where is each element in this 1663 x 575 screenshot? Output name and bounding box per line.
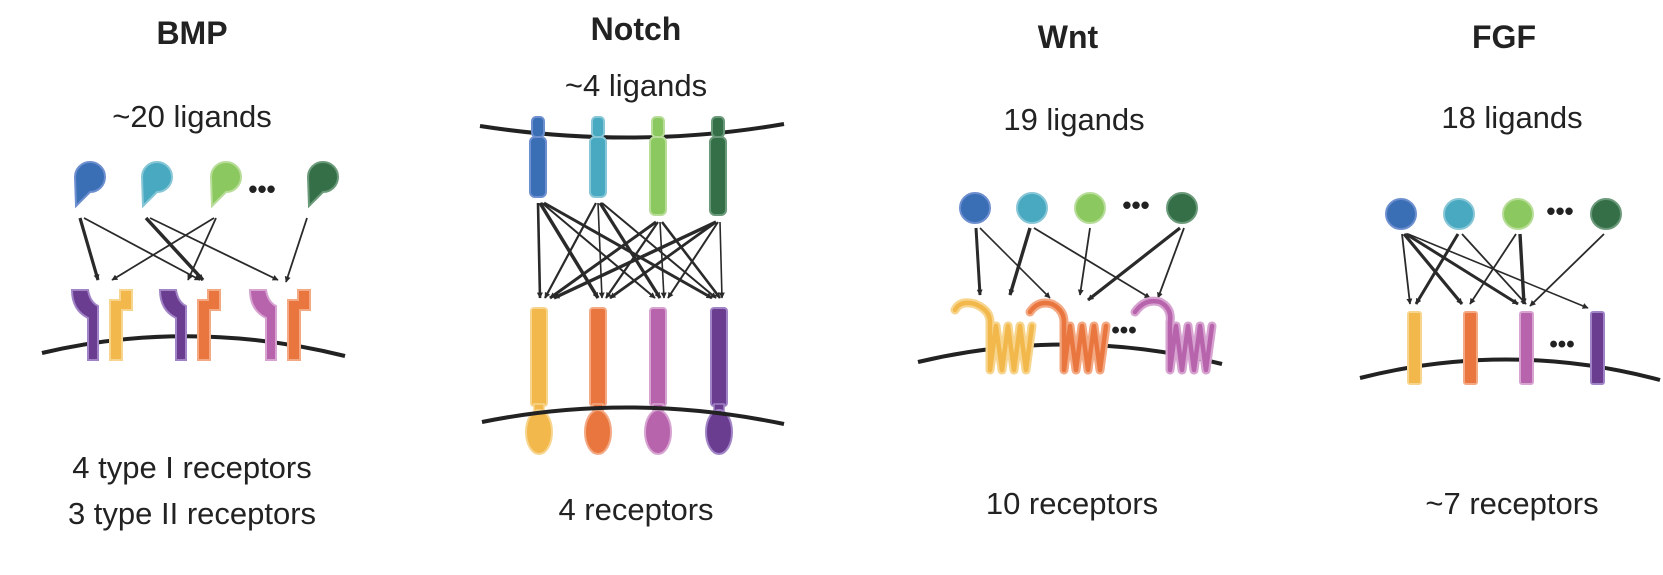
fgf-receptor-orange	[1463, 311, 1478, 385]
notch-ligands	[529, 116, 727, 216]
notch-ligand-cyan	[589, 116, 607, 198]
wnt-ligand-dark-green	[1166, 192, 1198, 224]
notch-top-membrane	[479, 122, 785, 140]
fgf-ligand-count: 18 ligands	[1441, 100, 1582, 135]
bmp-receptor-pair-3	[248, 289, 311, 361]
notch-receptors	[525, 307, 733, 455]
bmp-arrows	[78, 216, 308, 283]
notch-title: Notch	[591, 11, 682, 47]
bmp-receptor-pair-2	[158, 289, 221, 361]
wnt-ligand-cyan	[1016, 192, 1048, 224]
notch-bottom-membrane	[481, 405, 785, 426]
wnt-arrows	[974, 226, 1185, 302]
notch-ligand-count: ~4 ligands	[565, 68, 707, 103]
fgf-panel: FGF 18 ligands ••• •••	[1359, 19, 1661, 521]
wnt-panel: Wnt 19 ligands •••	[917, 19, 1223, 521]
bmp-ligand-blue	[73, 161, 106, 209]
wnt-receptor-yellow	[950, 298, 1037, 375]
wnt-receptor-count: 10 receptors	[986, 486, 1158, 521]
bmp-ligand-cyan	[140, 161, 173, 209]
fgf-ligand-ellipsis: •••	[1546, 196, 1573, 226]
fgf-arrows	[1401, 232, 1605, 309]
fgf-membrane	[1359, 357, 1661, 382]
notch-receptor-orange	[584, 307, 612, 455]
bmp-title: BMP	[156, 15, 227, 51]
wnt-ligand-ellipsis: •••	[1122, 190, 1149, 220]
wnt-receptor-pink	[1130, 296, 1217, 375]
fgf-receptor-ellipsis: •••	[1549, 331, 1574, 358]
fgf-ligands	[1385, 198, 1622, 230]
bmp-type-ii-receptors: 3 type II receptors	[68, 496, 316, 531]
bmp-type-i-receptors: 4 type I receptors	[72, 450, 312, 485]
bmp-receptors	[70, 289, 311, 361]
wnt-ligand-count: 19 ligands	[1003, 102, 1144, 137]
bmp-ligand-green	[209, 161, 242, 209]
notch-ligand-dark-green	[709, 116, 727, 216]
fgf-ligand-green	[1502, 198, 1534, 230]
notch-ligand-green	[649, 116, 667, 216]
wnt-receptors	[950, 296, 1217, 375]
notch-receptor-pink	[644, 307, 672, 455]
fgf-receptor-purple	[1590, 311, 1605, 385]
fgf-ligand-cyan	[1443, 198, 1475, 230]
bmp-membrane	[41, 334, 346, 358]
notch-receptor-count: 4 receptors	[558, 492, 713, 527]
notch-receptor-purple	[705, 307, 733, 455]
bmp-ligand-ellipsis: •••	[248, 174, 275, 204]
wnt-title: Wnt	[1038, 19, 1099, 55]
fgf-ligand-blue	[1385, 198, 1417, 230]
fgf-title: FGF	[1472, 19, 1536, 55]
wnt-receptor-ellipsis: •••	[1111, 317, 1136, 344]
notch-receptor-yellow	[525, 307, 553, 455]
fgf-receptor-yellow	[1407, 311, 1422, 385]
wnt-receptor-orange	[1025, 298, 1111, 375]
bmp-ligand-count: ~20 ligands	[112, 99, 271, 134]
notch-arrows	[536, 201, 725, 300]
wnt-ligand-blue	[959, 192, 991, 224]
bmp-ligand-dark-green	[306, 161, 339, 209]
bmp-ligands	[73, 161, 339, 209]
fgf-receptor-pink	[1519, 311, 1534, 385]
fgf-receptor-count: ~7 receptors	[1425, 486, 1598, 521]
wnt-ligands	[959, 192, 1198, 224]
bmp-panel: BMP ~20 ligands •••	[41, 15, 346, 531]
bmp-receptor-pair-1	[70, 289, 133, 361]
fgf-receptors	[1407, 311, 1605, 385]
fgf-ligand-dark-green	[1590, 198, 1622, 230]
wnt-ligand-green	[1074, 192, 1106, 224]
notch-panel: Notch ~4 ligands	[479, 11, 785, 527]
notch-ligand-blue	[529, 116, 547, 198]
